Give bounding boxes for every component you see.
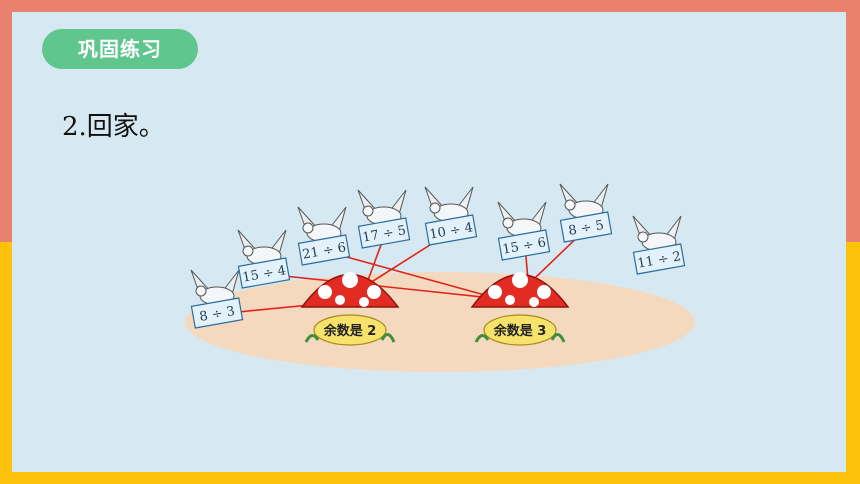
mushroom-house-r2: 余数是 2 [300, 272, 400, 346]
dove-15div6: 15 ÷ 6 [497, 201, 551, 261]
division-card [424, 214, 478, 246]
dove-21div6: 21 ÷ 6 [297, 206, 351, 266]
dove-head [637, 231, 649, 243]
dove-head [502, 217, 514, 229]
division-card [357, 217, 411, 249]
cap-spot [488, 285, 502, 299]
house-label: 余数是 3 [493, 323, 547, 339]
cap-spot [342, 272, 358, 288]
dove-head [429, 202, 441, 214]
house-plate [313, 314, 387, 346]
mushroom-houses: 余数是 2 余数是 3 [300, 272, 570, 346]
division-label: 8 ÷ 3 [198, 304, 236, 325]
grass [474, 333, 566, 343]
cap-spot [318, 285, 332, 299]
connection-line [324, 250, 511, 303]
dove-15div4: 15 ÷ 4 [237, 229, 291, 289]
dove-8div3: 8 ÷ 3 [190, 269, 244, 329]
section-tag: 巩固练习 [42, 29, 198, 69]
division-card [497, 229, 551, 261]
dove-8div5: 8 ÷ 5 [559, 183, 613, 243]
division-card [190, 297, 244, 329]
house-label: 余数是 2 [323, 323, 377, 339]
grass [304, 333, 396, 343]
division-card [632, 243, 686, 275]
dove-head [242, 245, 254, 257]
dove-10div4: 10 ÷ 4 [424, 186, 478, 246]
cap-spot [359, 297, 369, 307]
division-card [237, 257, 291, 289]
division-label: 8 ÷ 5 [567, 218, 605, 239]
dove-head [195, 285, 207, 297]
division-card [559, 211, 613, 243]
cap-spot [367, 285, 381, 299]
cap-spot [537, 285, 551, 299]
dove-head [302, 222, 314, 234]
ground-patch [185, 272, 695, 372]
cap-spot [529, 297, 539, 307]
cap-spot [335, 295, 345, 305]
cap-spot [505, 295, 515, 305]
house-plate [483, 314, 557, 346]
dove-11div2: 11 ÷ 2 [632, 215, 686, 275]
division-card [297, 234, 351, 266]
dove-head [564, 199, 576, 211]
cap-spot [512, 272, 528, 288]
question-title: 2.回家。 [62, 112, 165, 142]
mushroom-house-r3: 余数是 3 [470, 272, 570, 346]
dove-head [362, 205, 374, 217]
dove-17div5: 17 ÷ 5 [357, 189, 411, 249]
